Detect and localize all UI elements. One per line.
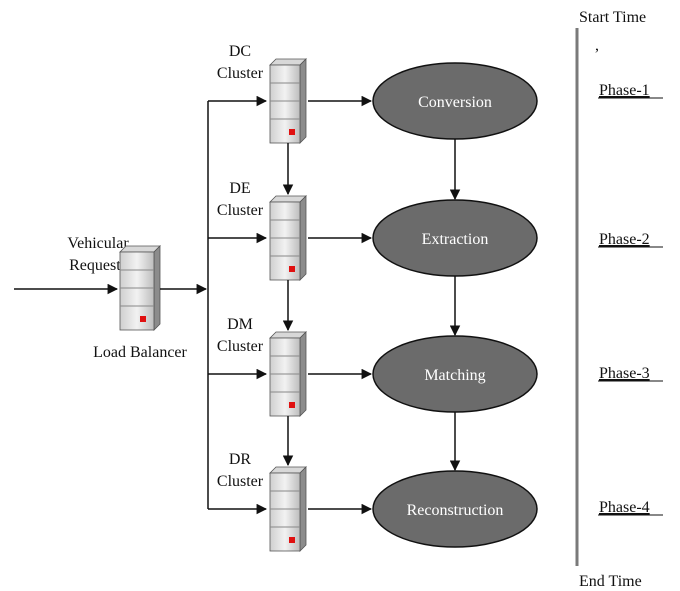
- stage-label: Matching: [424, 367, 485, 384]
- cluster-server-icon: [269, 58, 307, 144]
- cluster-server-icon: [269, 195, 307, 281]
- input-label-line1: Vehicular: [67, 235, 129, 252]
- cluster-server-icon: [269, 331, 307, 417]
- cluster-label-line1: DC: [229, 43, 251, 60]
- cluster-label-line2: Cluster: [217, 65, 264, 82]
- phase-label: Phase-4: [599, 499, 650, 516]
- input-label-line2: Requests: [69, 257, 127, 274]
- phase-label: Phase-3: [599, 365, 650, 382]
- stage-label: Conversion: [418, 94, 492, 111]
- cluster-label-line1: DE: [229, 180, 250, 197]
- load-balancer-label: Load Balancer: [93, 344, 187, 361]
- cluster-label-line1: DR: [229, 451, 252, 468]
- cluster-server-icon: [269, 466, 307, 552]
- cluster-label-line1: DM: [227, 316, 253, 333]
- phase-label: Phase-2: [599, 231, 650, 248]
- stage-ellipse: [372, 470, 538, 548]
- cluster-label-line2: Cluster: [217, 338, 264, 355]
- stage-label: Extraction: [422, 231, 489, 248]
- cluster-label-line2: Cluster: [217, 473, 264, 490]
- stage-label: Reconstruction: [407, 502, 504, 519]
- start-time-label: Start Time: [579, 9, 646, 26]
- end-time-label: End Time: [579, 573, 642, 590]
- load-balancer-server-icon: [119, 245, 161, 331]
- cluster-label-line2: Cluster: [217, 202, 264, 219]
- phase-label: Phase-1: [599, 82, 650, 99]
- start-time-tick: ,: [595, 37, 599, 54]
